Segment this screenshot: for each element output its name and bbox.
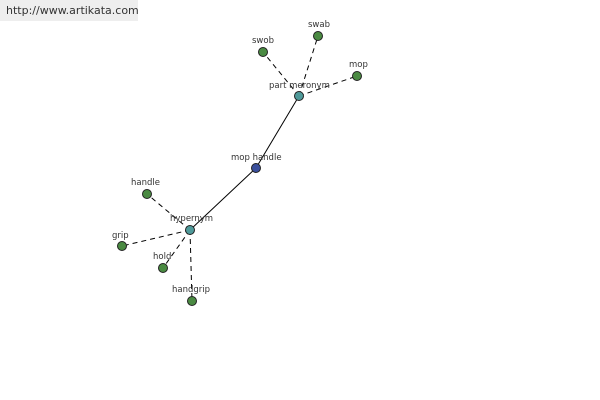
edge-part-meronym-swab	[298, 35, 319, 97]
node-mop-handle[interactable]: mop handle	[231, 153, 282, 173]
node-handgrip-label[interactable]: handgrip	[172, 285, 210, 295]
node-handgrip-dot[interactable]	[187, 296, 197, 306]
node-mop-dot[interactable]	[352, 71, 362, 81]
node-hold-dot[interactable]	[158, 263, 168, 273]
node-mop-handle-label[interactable]: mop handle	[231, 153, 282, 163]
nodes-layer: swob swab mop handle grip hold handgrip part me…	[112, 20, 368, 306]
node-grip[interactable]: grip	[112, 231, 129, 251]
node-handgrip[interactable]: handgrip	[172, 285, 210, 306]
node-grip-dot[interactable]	[117, 241, 127, 251]
node-hypernym[interactable]: hypernym	[170, 214, 213, 235]
node-hypernym-dot[interactable]	[185, 225, 195, 235]
edge-part-meronym-mop	[298, 75, 358, 97]
node-swab[interactable]: swab	[308, 20, 330, 41]
edge-hypernym-handle	[146, 193, 191, 231]
node-hold-label[interactable]: hold	[153, 252, 171, 262]
node-part-meronym-dot[interactable]	[294, 91, 304, 101]
edge-hypernym-hold	[162, 229, 191, 269]
node-handle-label[interactable]: handle	[131, 178, 160, 188]
node-swob[interactable]: swob	[252, 36, 274, 57]
edge-part-meronym-swob	[262, 51, 300, 97]
node-handle[interactable]: handle	[131, 178, 160, 199]
edge-hypernym-grip	[121, 229, 191, 247]
node-mop-label[interactable]: mop	[349, 60, 368, 70]
node-part-meronym-label[interactable]: part meronym	[269, 81, 330, 91]
node-hold[interactable]: hold	[153, 252, 171, 273]
node-swab-label[interactable]: swab	[308, 20, 330, 30]
site-url-link[interactable]: http://www.artikata.com	[0, 0, 139, 21]
node-mop-handle-dot[interactable]	[251, 163, 261, 173]
node-swab-dot[interactable]	[313, 31, 323, 41]
node-swob-dot[interactable]	[258, 47, 268, 57]
node-swob-label[interactable]: swob	[252, 36, 274, 46]
node-hypernym-label[interactable]: hypernym	[170, 214, 213, 224]
edge-hypernym-handgrip	[189, 229, 193, 302]
edge-mop-handle-part-meronym	[255, 95, 300, 169]
node-grip-label[interactable]: grip	[112, 231, 129, 241]
edges-layer	[121, 35, 358, 302]
node-handle-dot[interactable]	[142, 189, 152, 199]
node-part-meronym[interactable]: part meronym	[269, 81, 330, 101]
node-mop[interactable]: mop	[349, 60, 368, 81]
edge-mop-handle-hypernym	[189, 167, 257, 231]
